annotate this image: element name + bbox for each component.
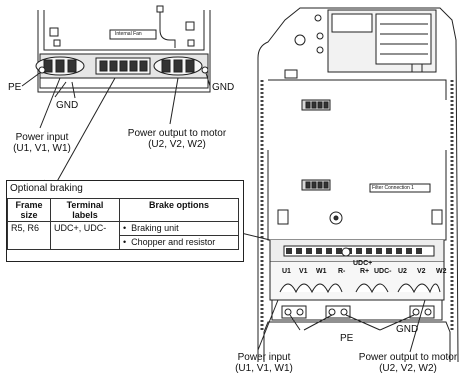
left-gnd-label: GND: [56, 100, 79, 111]
left-power-output-line2: (U2, V2, W2): [148, 139, 206, 150]
terminal-u2: U2: [398, 268, 407, 275]
left-power-input-label: Power input (U1, V1, W1): [0, 132, 84, 154]
header-terminal-labels: Terminal labels: [50, 198, 120, 222]
left-brake-terminals: [95, 57, 151, 75]
optional-braking-title: Optional braking: [10, 183, 83, 194]
right-power-input-label: Power input (U1, V1, W1): [222, 352, 306, 374]
terminal-r-minus: R-: [338, 268, 346, 275]
terminal-udc-plus: UDC+: [353, 260, 373, 267]
left-pe-label: PE: [8, 82, 22, 93]
right-power-output-label: Power output to motor (U2, V2, W2): [352, 352, 464, 374]
cell-brake-options: • Braking unit • Chopper and resistor: [119, 221, 239, 250]
left-drive-view: [21, 5, 211, 195]
header-frame-size: Frame size: [7, 198, 51, 222]
optional-braking-box: Optional braking Frame size Terminal lab…: [6, 180, 244, 262]
right-pe-label: PE: [340, 333, 354, 344]
cell-terminal-labels: UDC+, UDC-: [50, 221, 120, 250]
right-power-input-line2: (U1, V1, W1): [235, 363, 293, 374]
fan-sticker-label: Internal Fan: [115, 31, 142, 37]
brake-option-item: • Chopper and resistor: [123, 237, 216, 247]
terminal-v1: V1: [299, 268, 308, 275]
right-power-terminals: [279, 283, 441, 294]
left-gnd-right-label: GND: [212, 82, 235, 93]
header-brake-options: Brake options: [119, 198, 239, 222]
brake-option-item: • Braking unit: [120, 222, 238, 236]
terminal-r-plus: R+: [360, 268, 370, 275]
table-header-row: Frame size Terminal labels Brake options: [7, 198, 239, 222]
optional-braking-table: Frame size Terminal labels Brake options…: [7, 198, 239, 250]
table-row: R5, R6 UDC+, UDC- • Braking unit • Chopp…: [7, 221, 239, 250]
brake-option-chopper-resistor: Chopper and resistor: [131, 237, 216, 247]
right-gnd-label: GND: [396, 324, 419, 335]
left-power-input-line1: Power input: [15, 132, 69, 143]
left-output-terminals: [153, 56, 203, 76]
left-power-input-line2: (U1, V1, W1): [13, 143, 71, 154]
right-power-input-line1: Power input: [237, 352, 291, 363]
terminal-w1: W1: [316, 268, 327, 275]
brake-option-braking-unit: Braking unit: [131, 223, 179, 233]
filter-connection-label: Filter Connection 1: [372, 185, 414, 191]
left-input-terminals: [35, 56, 85, 76]
terminal-v2: V2: [417, 268, 426, 275]
terminal-udc-minus: UDC-: [374, 268, 392, 275]
right-drive-view: [207, 7, 459, 363]
right-power-output-line2: (U2, V2, W2): [379, 363, 437, 374]
left-power-output-label: Power output to motor (U2, V2, W2): [118, 128, 236, 150]
cell-frame-size: R5, R6: [7, 221, 51, 250]
left-power-output-line1: Power output to motor: [127, 128, 227, 139]
right-power-output-line1: Power output to motor: [358, 352, 458, 363]
terminal-u1: U1: [282, 268, 291, 275]
terminal-w2: W2: [436, 268, 447, 275]
